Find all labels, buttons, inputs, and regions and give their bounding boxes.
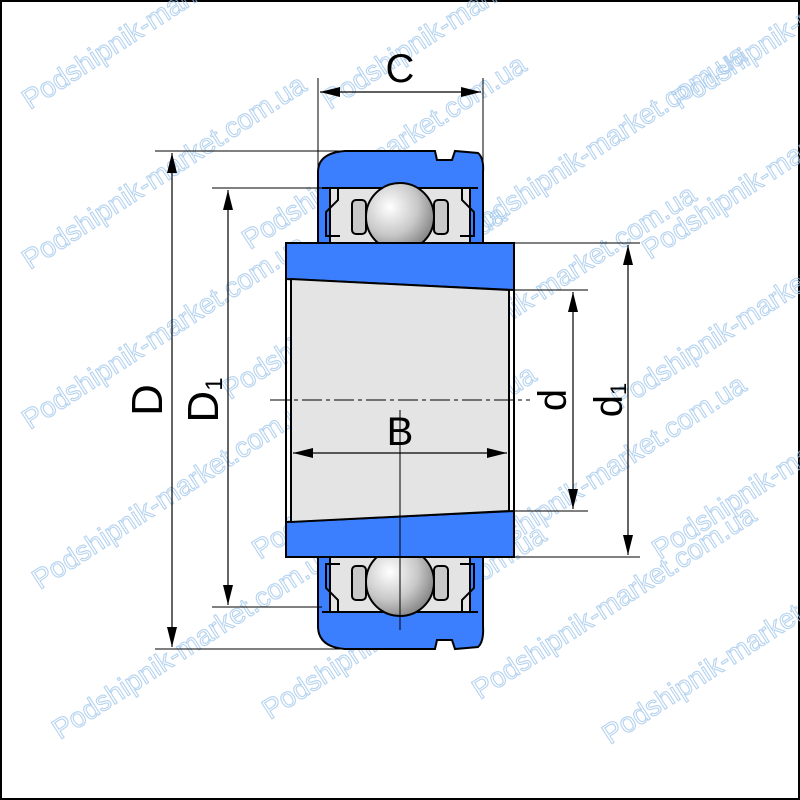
svg-text:D1: D1 [179, 377, 228, 422]
extension-lines [155, 78, 640, 650]
label-D: D [123, 384, 172, 416]
label-d: d [531, 389, 575, 411]
label-D1: D1 [179, 377, 228, 422]
label-d1: d1 [587, 383, 631, 418]
label-C: C [386, 47, 415, 91]
label-d1-sub: 1 [606, 383, 631, 395]
label-B: B [387, 410, 414, 454]
label-D1-main: D [179, 391, 228, 423]
dimension-lines [167, 87, 633, 647]
svg-text:d1: d1 [587, 383, 631, 418]
label-d1-main: d [587, 395, 631, 417]
ball-top [365, 182, 435, 252]
label-D1-sub: 1 [201, 377, 228, 390]
